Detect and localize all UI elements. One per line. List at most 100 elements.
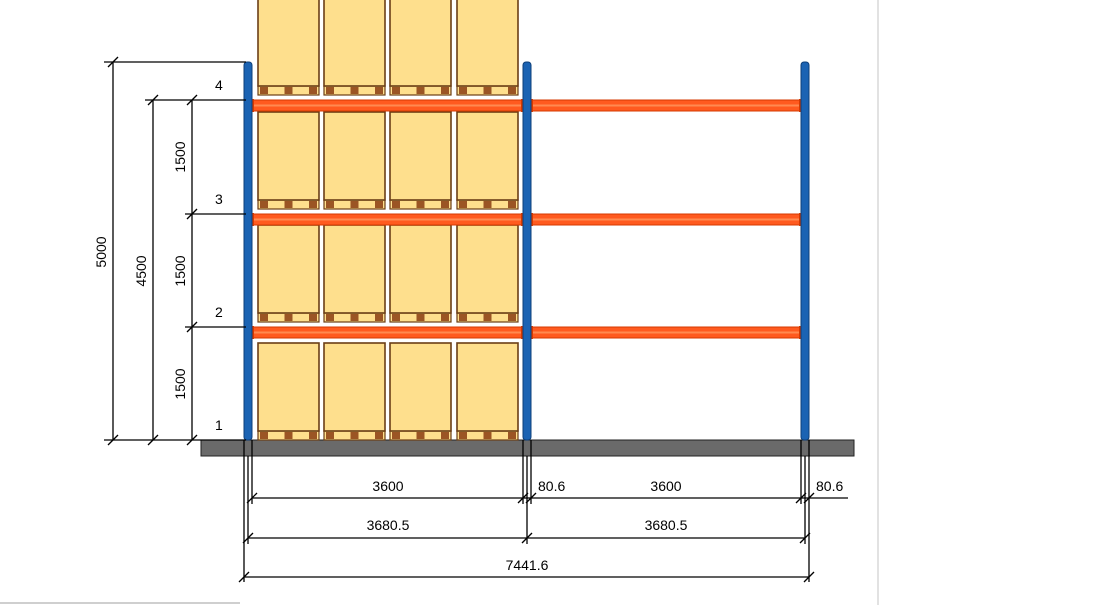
pallet-block <box>441 87 449 94</box>
dim-level-spacing-lower: 1500 <box>172 368 188 399</box>
pallet-block <box>350 201 359 208</box>
pallet-block <box>326 201 334 208</box>
cargo-box <box>389 342 452 432</box>
pallet-block <box>508 314 516 321</box>
pallet-load <box>456 0 519 96</box>
pallet-load <box>389 342 452 441</box>
beam <box>247 99 528 112</box>
pallet-block <box>459 201 467 208</box>
pallet-block <box>416 314 425 321</box>
level-label-4: 4 <box>215 77 223 93</box>
cargo-box <box>323 224 386 314</box>
beam <box>247 213 528 226</box>
level-label-2: 2 <box>215 304 223 320</box>
pallet-block <box>350 314 359 321</box>
cargo-box <box>323 0 386 87</box>
dim-upright1-width: 80.6 <box>538 478 565 494</box>
pallet-block <box>392 432 400 439</box>
upright-right <box>800 61 810 441</box>
dim-level-spacing-upper: 1500 <box>172 141 188 172</box>
vertical-dimensions <box>104 56 246 446</box>
level-label-1: 1 <box>215 417 223 433</box>
pallet-block <box>375 432 383 439</box>
pallet-block <box>326 314 334 321</box>
rack-uprights <box>243 61 810 441</box>
pallet-load <box>389 224 452 323</box>
beam <box>526 213 806 226</box>
cargo-box <box>323 342 386 432</box>
level-label-3: 3 <box>215 191 223 207</box>
pallet-load <box>389 111 452 210</box>
pallet-block <box>260 87 268 94</box>
cargo-box <box>257 342 320 432</box>
pallet-load <box>257 0 320 96</box>
cargo-box <box>323 111 386 201</box>
pallet-block <box>483 201 492 208</box>
pallet-block <box>375 314 383 321</box>
beam <box>526 326 806 339</box>
pallet-block <box>309 432 317 439</box>
dim-height-overall: 5000 <box>93 236 109 267</box>
pallet-block <box>326 87 334 94</box>
pallet-load <box>456 111 519 210</box>
pallet-block <box>508 201 516 208</box>
pallet-block <box>483 432 492 439</box>
pallet-block <box>284 87 293 94</box>
dim-bay1-pitch: 3680.5 <box>367 517 410 533</box>
pallet-block <box>309 201 317 208</box>
dim-bay1-clear-width: 3600 <box>372 478 403 494</box>
pallet-block <box>459 432 467 439</box>
cargo-box <box>456 224 519 314</box>
dim-bay2-clear-width: 3600 <box>650 478 681 494</box>
pallet-block <box>309 314 317 321</box>
pallet-block <box>260 201 268 208</box>
cargo-box <box>389 111 452 201</box>
pallet-block <box>483 314 492 321</box>
pallet-load <box>257 224 320 323</box>
dim-level-spacing-middle: 1500 <box>172 255 188 286</box>
cargo-box <box>257 111 320 201</box>
pallet-load <box>323 342 386 441</box>
pallet-load <box>257 342 320 441</box>
pallet-load <box>323 224 386 323</box>
pallet-block <box>441 432 449 439</box>
pallet-block <box>441 314 449 321</box>
upright-left <box>243 61 253 441</box>
pallet-load <box>456 224 519 323</box>
pallet-block <box>416 201 425 208</box>
pallet-load <box>323 0 386 96</box>
pallet-block <box>483 87 492 94</box>
horizontal-dimensions <box>238 440 848 583</box>
cargo-box <box>456 0 519 87</box>
pallet-block <box>508 432 516 439</box>
cargo-box <box>257 224 320 314</box>
pallet-block <box>375 201 383 208</box>
pallet-block <box>459 314 467 321</box>
floor-slab <box>200 439 855 457</box>
cargo-box <box>257 0 320 87</box>
dim-upright2-width: 80.6 <box>816 478 843 494</box>
cargo-box <box>456 111 519 201</box>
pallet-block <box>375 87 383 94</box>
pallet-block <box>284 432 293 439</box>
pallet-block <box>441 201 449 208</box>
pallet-block <box>284 201 293 208</box>
pallet-block <box>284 314 293 321</box>
pallet-block <box>392 87 400 94</box>
pallet-block <box>260 432 268 439</box>
cargo-box <box>456 342 519 432</box>
pallet-block <box>326 432 334 439</box>
dim-total-length: 7441.6 <box>506 557 549 573</box>
pallet-load <box>456 342 519 441</box>
pallet-block <box>309 87 317 94</box>
dim-height-top-beam: 4500 <box>133 255 149 286</box>
cargo-box <box>389 0 452 87</box>
pallet-block <box>416 87 425 94</box>
pallet-load <box>389 0 452 96</box>
upright-middle <box>522 61 532 441</box>
pallet-block <box>392 314 400 321</box>
beam <box>526 99 806 112</box>
pallet-block <box>459 87 467 94</box>
